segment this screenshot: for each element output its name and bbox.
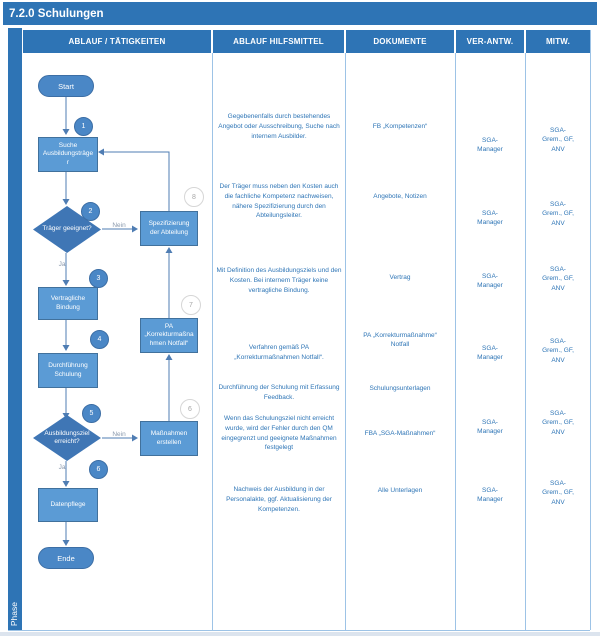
verantw-3: SGA-Manager <box>477 273 503 290</box>
page-title: 7.2.0 Schulungen <box>9 7 104 20</box>
dokument-2: Angebote, Notizen <box>373 193 427 200</box>
flow-node-label: Träger geeignet? <box>42 225 92 233</box>
badge-number: 5 <box>89 410 94 417</box>
dokument-3: Vertrag <box>389 274 411 281</box>
dokument-6: FBA „SGA-Maßnahmen“ <box>364 430 436 437</box>
flow-node-label: Datenpflege <box>50 500 86 508</box>
edge-label-ja: Ja <box>58 464 66 471</box>
column-header-label: ABLAUF / TÄTIGKEITEN <box>68 37 166 46</box>
edge-label-nein: Nein <box>112 222 126 229</box>
verantw-1: SGA-Manager <box>477 137 503 154</box>
hilfsmittel-note-7: Nachweis der Ausbildung in der Personala… <box>226 486 332 513</box>
column-header-dokumente: DOKUMENTE <box>346 30 454 53</box>
flow-node-label: Vertragliche Bindung <box>50 295 86 311</box>
flow-start-node: Start <box>38 75 94 97</box>
phase-label: Phase <box>9 601 19 626</box>
flow-node-datenpflege: Datenpflege <box>38 488 98 522</box>
column-header-ablauf-hilfsmittel: ABLAUF HILFSMITTEL <box>213 30 344 53</box>
verantw-7: SGA-Manager <box>477 487 503 504</box>
dokument-7: Alle Unterlagen <box>377 487 423 494</box>
column-header-mitw: MITW. <box>526 30 590 53</box>
dokument-4: PA „Korrekturmaßnahme“ Notfall <box>363 332 437 349</box>
column-header-label: VER-ANTW. <box>466 37 514 46</box>
badge-number: 8 <box>192 193 196 201</box>
step-badge-1: 1 <box>74 117 93 136</box>
page-title-bar: 7.2.0 Schulungen <box>3 2 597 25</box>
verantw-6: SGA-Manager <box>477 419 503 436</box>
column-header-label: ABLAUF HILFSMITTEL <box>233 37 324 46</box>
verantw-4: SGA-Manager <box>477 345 503 362</box>
flow-node-pa-korrekturmassnahmen-notfall: PA „Korrekturmaßnahmen Notfall“ <box>140 318 198 353</box>
flow-node-durchfuehrung-schulung: Durchführung Schulung <box>38 353 98 388</box>
badge-number: 7 <box>189 301 193 309</box>
flow-node-label: Start <box>58 81 74 91</box>
flow-node-spezifizierung: Spezifizierung der Abteilung <box>140 211 198 246</box>
mitw-7: SGA-Grem., GF, ANV <box>542 480 574 506</box>
column-header-ablauf-taetigkeiten: ABLAUF / TÄTIGKEITEN <box>23 30 211 53</box>
bottom-margin-strip <box>0 632 600 636</box>
badge-number: 1 <box>81 123 86 130</box>
flow-node-label: Suche Ausbildungsträger <box>42 141 94 166</box>
step-badge-5: 5 <box>82 404 101 423</box>
badge-number: 2 <box>88 208 93 215</box>
step-badge-7: 7 <box>181 295 201 315</box>
mitw-2: SGA-Grem., GF, ANV <box>542 201 574 227</box>
mitw-6: SGA-Grem., GF, ANV <box>542 410 574 436</box>
hilfsmittel-note-6: Wenn das Schulungsziel nicht erreicht wu… <box>221 415 337 452</box>
verantw-2: SGA-Manager <box>477 210 503 227</box>
badge-number: 6 <box>188 405 192 413</box>
flow-node-label: Maßnahmen erstellen <box>150 430 188 446</box>
dokument-1: FB „Kompetenzen“ <box>372 123 428 130</box>
edge-label-nein: Nein <box>112 431 126 438</box>
column-header-label: DOKUMENTE <box>373 37 427 46</box>
flow-end-node: Ende <box>38 547 94 569</box>
hilfsmittel-note-3: Mit Definition des Ausbildungsziels und … <box>216 267 342 294</box>
step-badge-6-light: 6 <box>180 399 200 419</box>
flow-node-label: Durchführung Schulung <box>48 362 88 378</box>
flow-node-label: PA „Korrekturmaßnahmen Notfall“ <box>144 322 194 347</box>
column-header-verantw: VER-ANTW. <box>456 30 524 53</box>
table-bottom-border <box>8 630 590 631</box>
column-header-label: MITW. <box>545 37 571 46</box>
phase-sidebar: Phase <box>8 28 22 630</box>
step-badge-2: 2 <box>81 202 100 221</box>
column-divider <box>455 53 456 630</box>
flow-node-label: Ausbildungsziel erreicht? <box>44 429 90 445</box>
hilfsmittel-note-1: Gegebenenfalls durch bestehendes Angebot… <box>218 113 340 140</box>
badge-number: 4 <box>97 336 102 343</box>
column-divider <box>345 53 346 630</box>
table-right-border <box>590 30 591 630</box>
mitw-4: SGA-Grem., GF, ANV <box>542 338 574 364</box>
column-divider <box>525 53 526 630</box>
badge-number: 3 <box>96 275 101 282</box>
flow-node-massnahmen-erstellen: Maßnahmen erstellen <box>140 421 198 456</box>
step-badge-6: 6 <box>89 460 108 479</box>
column-divider <box>212 53 213 630</box>
hilfsmittel-note-5: Durchführung der Schulung mit Erfassung … <box>218 384 340 401</box>
flow-node-label: Ende <box>57 553 75 563</box>
dokument-5: Schulungsunterlagen <box>369 385 431 392</box>
step-badge-3: 3 <box>89 269 108 288</box>
flow-node-vertragliche-bindung: Vertragliche Bindung <box>38 287 98 320</box>
hilfsmittel-note-4: Verfahren gemäß PA „Korrekturmaßnahmen N… <box>234 344 324 361</box>
edge-label-ja: Ja <box>58 261 66 268</box>
flow-node-suche-ausbildungstraeger: Suche Ausbildungsträger <box>38 137 98 172</box>
step-badge-4: 4 <box>90 330 109 349</box>
badge-number: 6 <box>96 466 101 473</box>
step-badge-8: 8 <box>184 187 204 207</box>
hilfsmittel-note-2: Der Träger muss neben den Kosten auch di… <box>219 183 339 220</box>
flow-node-label: Spezifizierung der Abteilung <box>148 220 190 236</box>
mitw-3: SGA-Grem., GF, ANV <box>542 266 574 292</box>
mitw-1: SGA-Grem., GF, ANV <box>542 127 574 153</box>
